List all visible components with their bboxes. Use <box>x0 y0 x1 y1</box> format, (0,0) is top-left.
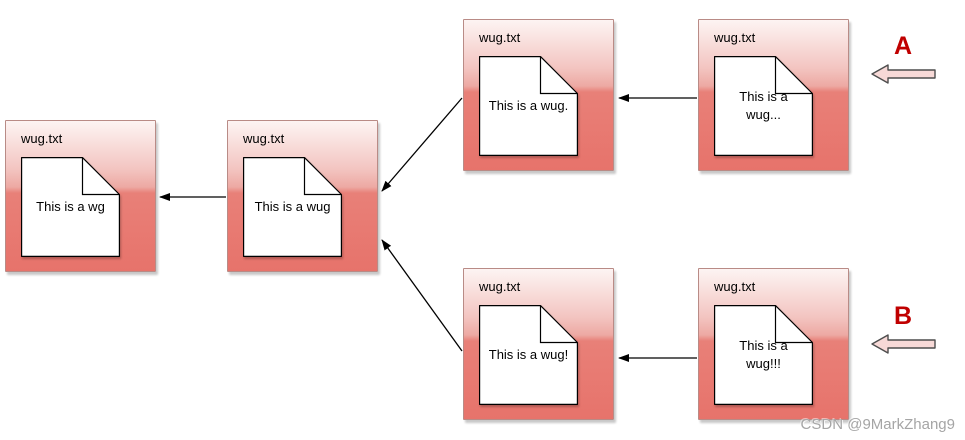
file-content: This is a wug... <box>739 88 788 122</box>
version-node-4: wug.txt This is a wug! <box>463 268 614 420</box>
folded-page-icon <box>479 305 578 405</box>
document-icon: This is a wg <box>21 157 120 257</box>
version-node-2: wug.txt This is a wug. <box>463 19 614 171</box>
edge-arrow-node2-to-node1 <box>381 97 463 192</box>
folded-page-icon <box>714 305 813 405</box>
version-node-0: wug.txt This is a wg <box>5 120 156 272</box>
file-name: wug.txt <box>21 131 63 146</box>
document-icon: This is a wug!!! <box>714 305 813 405</box>
branch-annotation-a: A <box>870 33 936 84</box>
file-content: This is a wug! <box>488 346 569 362</box>
document-icon: This is a wug... <box>714 56 813 156</box>
watermark-text: CSDN @9MarkZhang9 <box>800 416 955 433</box>
file-content: This is a wug. <box>488 97 569 113</box>
file-name: wug.txt <box>714 30 756 45</box>
document-icon: This is a wug <box>243 157 342 257</box>
version-node-5: wug.txt This is a wug!!! <box>698 268 849 420</box>
file-name: wug.txt <box>714 279 756 294</box>
document-icon: This is a wug! <box>479 305 578 405</box>
file-name: wug.txt <box>243 131 285 146</box>
document-icon: This is a wug. <box>479 56 578 156</box>
edge-arrow-node4-to-node1 <box>381 239 463 352</box>
branch-label-a: A <box>893 32 913 60</box>
version-node-3: wug.txt This is a wug... <box>698 19 849 171</box>
version-node-1: wug.txt This is a wug <box>227 120 378 272</box>
file-content: This is a wug!!! <box>739 337 788 371</box>
branch-annotation-b: B <box>870 303 936 354</box>
file-content: This is a wug <box>254 198 331 214</box>
file-name: wug.txt <box>479 30 521 45</box>
folded-page-icon <box>714 56 813 156</box>
folded-page-icon <box>243 157 342 257</box>
block-arrow-left-icon <box>870 64 936 84</box>
branch-label-b: B <box>893 302 913 330</box>
folded-page-icon <box>479 56 578 156</box>
folded-page-icon <box>21 157 120 257</box>
file-content: This is a wg <box>36 198 105 214</box>
block-arrow-left-icon <box>870 334 936 354</box>
file-name: wug.txt <box>479 279 521 294</box>
